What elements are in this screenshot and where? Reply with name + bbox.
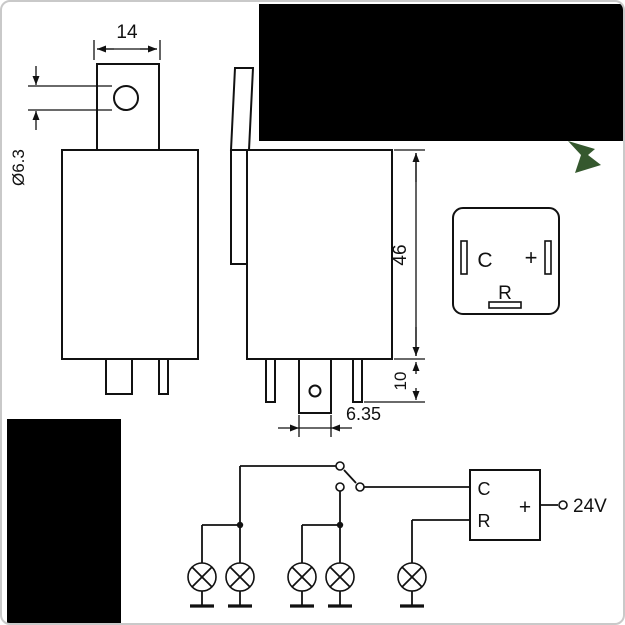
lamp-group (187, 562, 427, 608)
mounting-hole (113, 85, 139, 111)
supply-label: 24V (573, 496, 607, 517)
relay-pin (265, 358, 276, 403)
lamp-icon (325, 562, 355, 608)
terminal-slot-right (544, 240, 552, 275)
plate-label-r: R (498, 283, 512, 304)
switch-common-contact (355, 482, 365, 492)
lamp-cross (401, 566, 423, 588)
plate-label-c: C (477, 249, 492, 272)
dim-label-pin-width: 6.35 (346, 404, 381, 424)
side-view-drawing: 14 Ø6.3 (9, 22, 199, 395)
relay-pin (158, 358, 169, 395)
relay-body-side (61, 149, 199, 360)
box-label-plus: + (519, 496, 531, 519)
pinout-plate: C + R (452, 207, 560, 315)
terminal-slot-left (460, 240, 468, 275)
redaction-bottom-left (7, 419, 121, 623)
plate-label-plus: + (525, 245, 538, 270)
switch-contact-lower (335, 482, 345, 492)
terminal-slot-bottom (488, 301, 522, 309)
lamp-icon (187, 562, 217, 608)
lamp-cross (291, 566, 313, 588)
relay-pin (352, 358, 363, 403)
relay-body-front (246, 149, 393, 360)
lamp-cross (229, 566, 251, 588)
lamp-icon (225, 562, 255, 608)
dim-label-tab-width: 14 (116, 22, 138, 43)
front-view-drawing: 46 10 6.35 (229, 67, 425, 437)
relay-pin (105, 358, 133, 395)
lamp-cross (329, 566, 351, 588)
redaction-top (259, 4, 623, 141)
green-logo-fragment (568, 141, 601, 173)
plate-outline (452, 207, 560, 315)
dim-label-hole-diameter: Ø6.3 (9, 149, 28, 186)
lamp-icon (397, 562, 427, 608)
mounting-tab-edge (229, 67, 255, 151)
dim-label-body-height: 46 (390, 244, 411, 265)
box-label-r: R (478, 511, 491, 531)
pin-hole (308, 384, 322, 398)
circuit-diagram: C R + 24V (187, 461, 607, 608)
junction-dot (336, 521, 344, 529)
switch-blade (343, 469, 357, 484)
dim-label-pin-length: 10 (391, 372, 410, 391)
junction-dot (236, 521, 244, 529)
box-label-c: C (478, 479, 491, 499)
lamp-icon (287, 562, 317, 608)
lamp-cross (191, 566, 213, 588)
supply-terminal (558, 500, 568, 510)
switch-contact-upper (335, 461, 345, 471)
switch-icon (335, 461, 365, 492)
